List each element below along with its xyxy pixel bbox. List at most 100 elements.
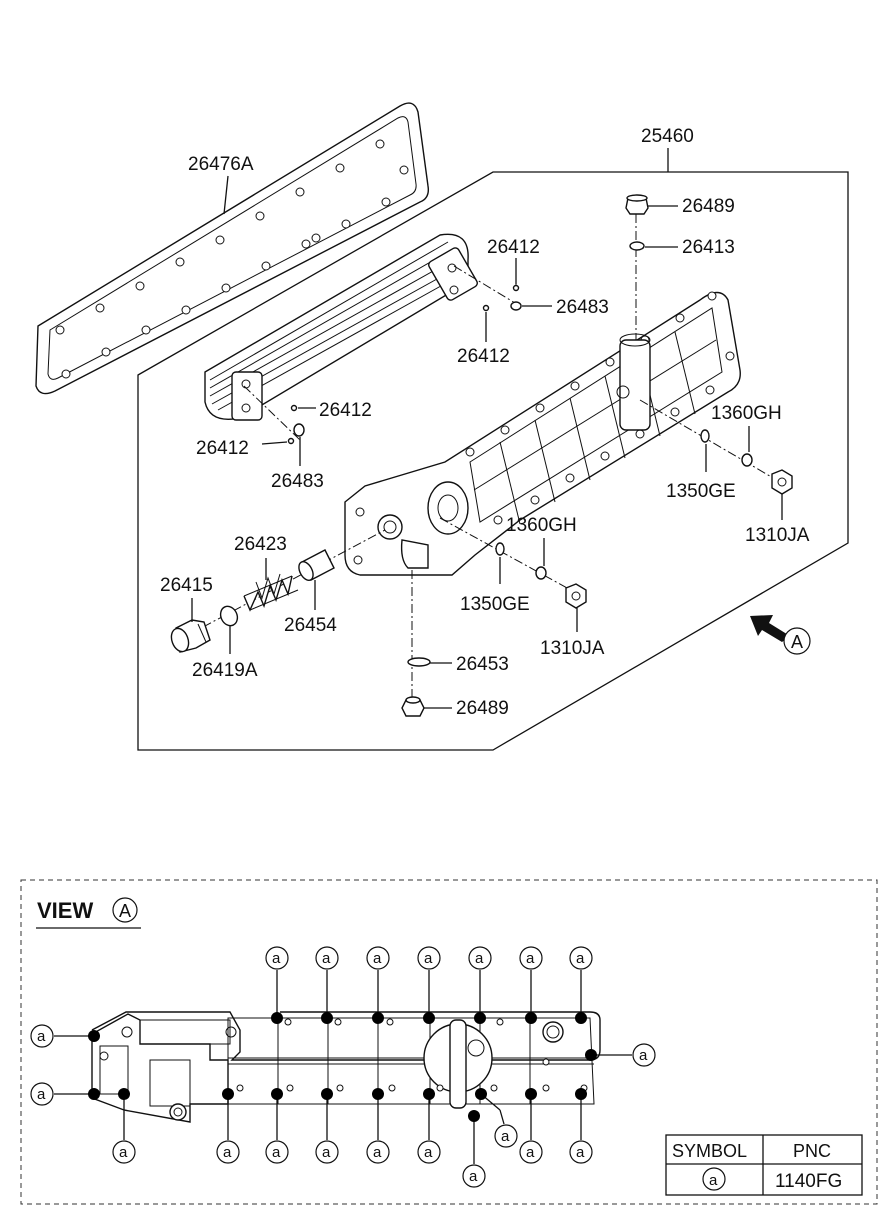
symbol-a-letter: a bbox=[37, 1086, 46, 1103]
symbol-a-bubble bbox=[519, 1140, 543, 1164]
symbol-a-letter: a bbox=[526, 950, 535, 967]
symbol-a-letter: a bbox=[424, 1144, 433, 1161]
label-26483-tr: 26483 bbox=[556, 297, 609, 318]
oring-26483-l bbox=[293, 423, 305, 437]
label-1360GH-r: 1360GH bbox=[711, 403, 782, 424]
plug-26415 bbox=[170, 619, 211, 653]
table-header-symbol: SYMBOL bbox=[672, 1141, 747, 1161]
symbol-a-letter: a bbox=[322, 950, 331, 967]
bolt-positions bbox=[54, 970, 632, 1164]
label-26483-l: 26483 bbox=[271, 471, 324, 492]
label-26419A: 26419A bbox=[192, 660, 258, 681]
oring-26483-tr bbox=[510, 301, 522, 311]
assembly-boundary bbox=[137, 171, 849, 751]
label-26476A: 26476A bbox=[188, 154, 254, 175]
symbol-a-bubble bbox=[417, 1140, 441, 1164]
bolt-1360GH-r bbox=[741, 453, 753, 467]
view-a-letter: A bbox=[791, 632, 803, 652]
view-a-panel bbox=[20, 879, 878, 1205]
label-26412-l-b: 26412 bbox=[196, 438, 249, 459]
view-direction-arrow bbox=[750, 615, 790, 642]
symbol-a-bubble bbox=[315, 1140, 339, 1164]
symbol-a-bubble bbox=[112, 1140, 136, 1164]
symbol-a-letter: a bbox=[322, 1144, 331, 1161]
pin-26412-d bbox=[287, 437, 295, 445]
symbol-a-letter: a bbox=[373, 950, 382, 967]
washer-1350GE-m bbox=[495, 542, 505, 556]
view-title-circle bbox=[112, 897, 138, 923]
symbol-table: SYMBOL PNC a 1140FG bbox=[665, 1134, 863, 1196]
bolt-top-row bbox=[271, 970, 587, 1024]
plug-26489-bottom bbox=[401, 696, 425, 717]
pin-26412-a bbox=[512, 284, 520, 292]
label-1310JA-r: 1310JA bbox=[745, 525, 810, 546]
label-26489-bottom: 26489 bbox=[456, 698, 509, 719]
label-26489-top: 26489 bbox=[682, 196, 735, 217]
symbol-a-bubble bbox=[462, 1164, 486, 1188]
bolt-1360GH-m bbox=[535, 566, 547, 580]
symbol-a-letter: a bbox=[576, 1144, 585, 1161]
table-pnc-value: 1140FG bbox=[775, 1171, 842, 1192]
symbol-a-letter: a bbox=[272, 950, 281, 967]
label-26413: 26413 bbox=[682, 237, 735, 258]
pin-26412-b bbox=[482, 304, 490, 312]
symbol-a-bubble bbox=[494, 1124, 518, 1148]
symbol-a-letter: a bbox=[639, 1047, 648, 1064]
symbol-a-bubble bbox=[519, 946, 543, 970]
label-1310JA-m: 1310JA bbox=[540, 638, 605, 659]
symbol-a-letter: a bbox=[469, 1168, 478, 1185]
washer-1350GE-r bbox=[700, 429, 710, 443]
oring-26453 bbox=[407, 657, 431, 667]
table-symbol-circle bbox=[702, 1167, 726, 1191]
gasket-26476A bbox=[35, 102, 430, 395]
view-a-marker bbox=[783, 627, 811, 655]
symbol-a-letter: a bbox=[576, 950, 585, 967]
symbol-a-bubble bbox=[265, 1140, 289, 1164]
symbol-a-bubble bbox=[417, 946, 441, 970]
symbol-a-letter: a bbox=[223, 1144, 232, 1161]
symbol-a-letter: a bbox=[272, 1144, 281, 1161]
bolt-bottom-row bbox=[118, 1088, 587, 1164]
oring-26419A bbox=[219, 605, 239, 627]
symbol-a-letter: a bbox=[37, 1028, 46, 1045]
symbol-a-bubble bbox=[366, 1140, 390, 1164]
symbol-a-bubble bbox=[265, 946, 289, 970]
cooler-housing bbox=[344, 291, 741, 576]
sleeve-26454 bbox=[298, 549, 335, 581]
symbol-a-bubble bbox=[315, 946, 339, 970]
symbol-a-letter: a bbox=[501, 1128, 510, 1145]
symbol-a-letter: a bbox=[475, 950, 484, 967]
label-26412-l-a: 26412 bbox=[319, 400, 372, 421]
nut-1310JA-r bbox=[771, 469, 793, 495]
spring-26423 bbox=[243, 573, 299, 612]
label-26454: 26454 bbox=[284, 615, 337, 636]
pin-26412-c bbox=[290, 404, 298, 412]
plug-26489-top bbox=[625, 194, 649, 215]
label-1360GH-m: 1360GH bbox=[506, 515, 577, 536]
symbol-a-bubble bbox=[216, 1140, 240, 1164]
label-26412-tr-b: 26412 bbox=[457, 346, 510, 367]
label-26453: 26453 bbox=[456, 654, 509, 675]
symbol-a-letter: a bbox=[424, 950, 433, 967]
symbol-a-bubble bbox=[632, 1043, 656, 1067]
symbol-a-letter: a bbox=[119, 1144, 128, 1161]
view-title-letter: A bbox=[119, 901, 131, 921]
oring-26413 bbox=[629, 241, 645, 251]
bolt-side bbox=[54, 1030, 632, 1100]
symbol-a-bubble bbox=[30, 1024, 54, 1048]
housing-view-a bbox=[91, 1011, 601, 1123]
label-26415: 26415 bbox=[160, 575, 213, 596]
table-header-pnc: PNC bbox=[793, 1141, 831, 1161]
label-26423: 26423 bbox=[234, 534, 287, 555]
symbol-a-bubble bbox=[569, 946, 593, 970]
symbol-a-letter: a bbox=[373, 1144, 382, 1161]
symbol-a-bubble bbox=[366, 946, 390, 970]
label-1350GE-m: 1350GE bbox=[460, 594, 530, 615]
label-25460: 25460 bbox=[641, 126, 694, 147]
symbol-a-letter: a bbox=[526, 1144, 535, 1161]
symbol-a-bubble bbox=[468, 946, 492, 970]
oil-cooler-core bbox=[204, 233, 478, 421]
nut-1310JA-m bbox=[565, 583, 587, 609]
